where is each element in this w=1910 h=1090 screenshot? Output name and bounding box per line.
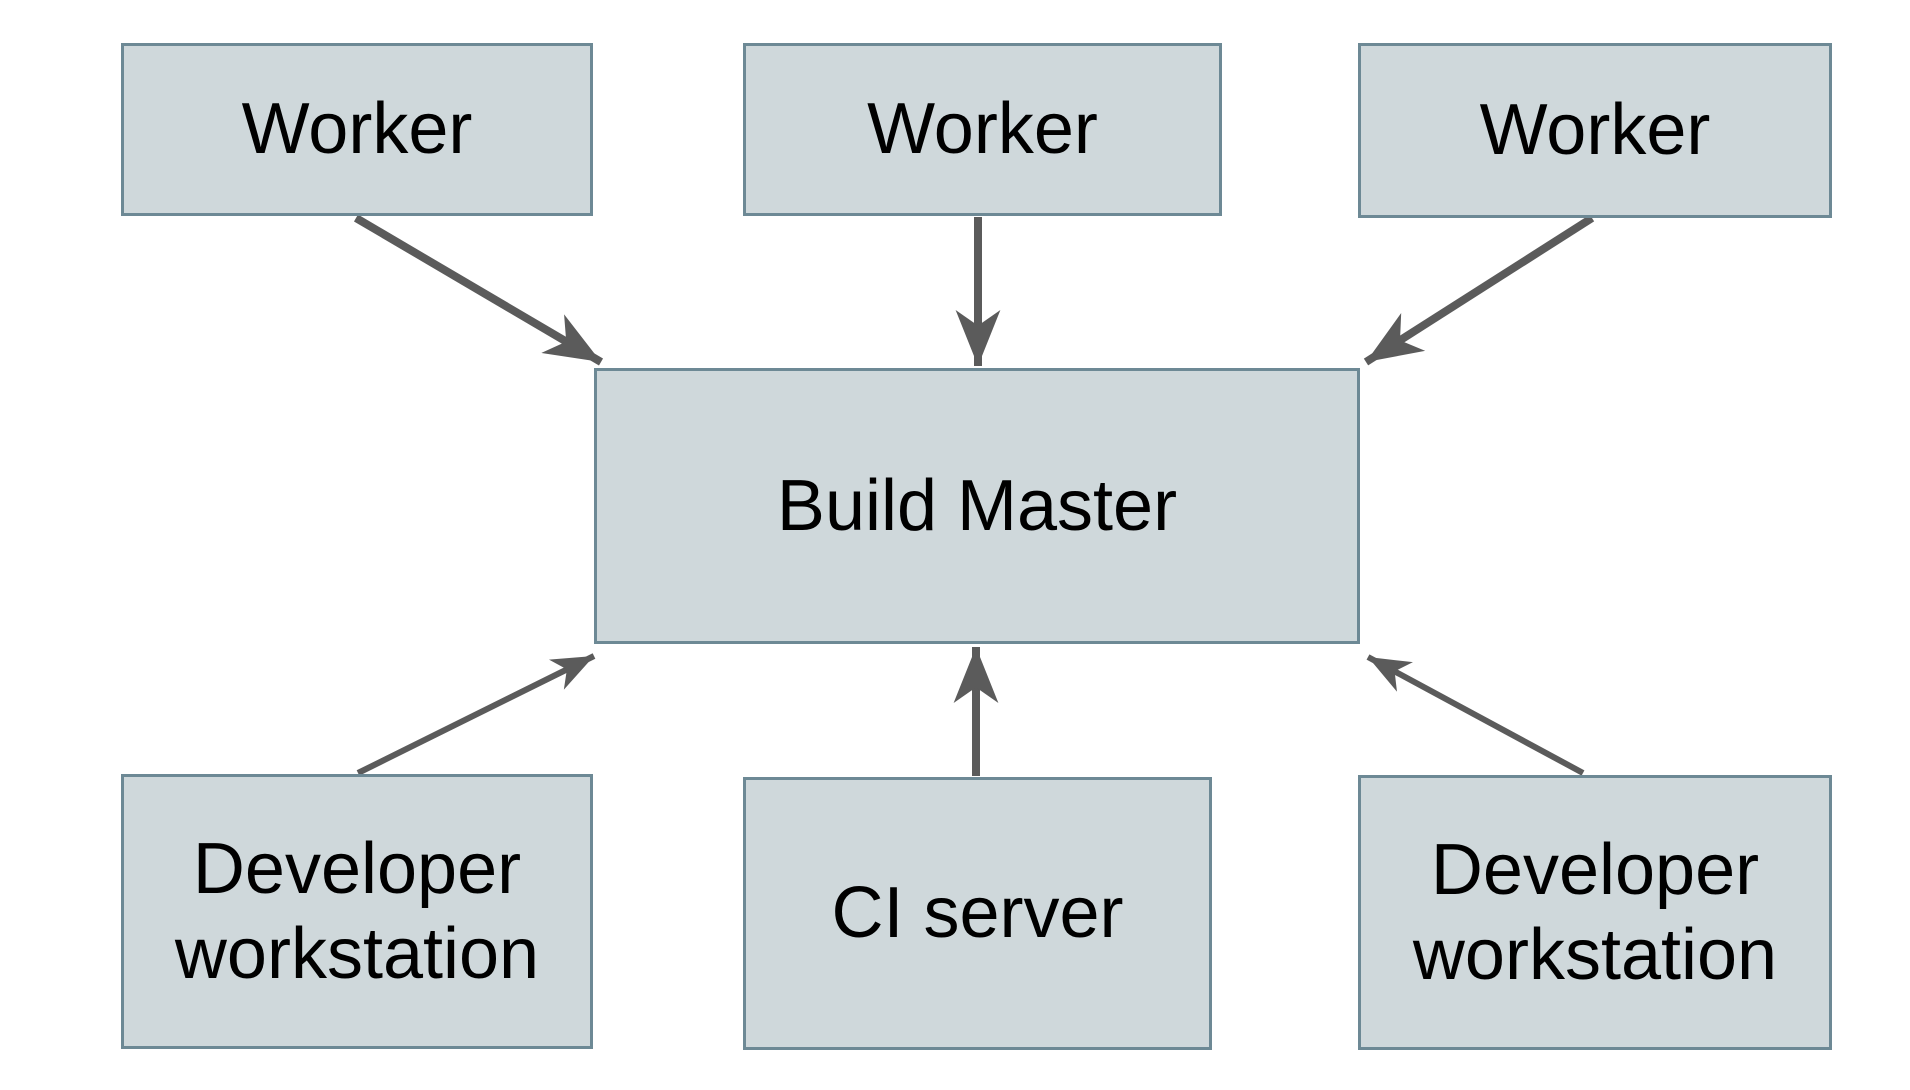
- node-worker-3: Worker: [1358, 43, 1832, 218]
- arrow-worker-3-to-build-master: [1363, 214, 1595, 366]
- node-label: Developer workstation: [174, 828, 540, 994]
- node-label: Worker: [867, 89, 1098, 170]
- node-build-master: Build Master: [594, 368, 1360, 644]
- arrow-worker-1-to-build-master: [353, 214, 604, 366]
- node-worker-1: Worker: [121, 43, 593, 216]
- node-worker-2: Worker: [743, 43, 1222, 216]
- node-ci-server: CI server: [743, 777, 1212, 1050]
- node-label: Worker: [1479, 90, 1711, 171]
- node-developer-workstation-right: Developer workstation: [1358, 775, 1832, 1050]
- node-developer-workstation-left: Developer workstation: [121, 774, 593, 1049]
- node-label: Build Master: [776, 465, 1178, 546]
- node-label: Developer workstation: [1412, 829, 1778, 995]
- node-label: CI server: [831, 873, 1124, 954]
- node-label: Worker: [241, 89, 473, 170]
- arrow-developer-workstation-left-to-build-master: [356, 653, 596, 776]
- arrow-developer-workstation-right-to-build-master: [1366, 654, 1585, 776]
